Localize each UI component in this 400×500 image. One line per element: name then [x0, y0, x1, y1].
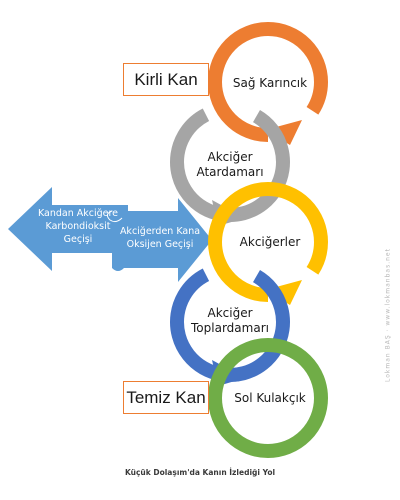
ring-sol-kulakcik: [208, 338, 328, 458]
label-akciger-atardamari: Akciğer Atardamarı: [196, 150, 264, 179]
co2-transfer-text: Kandan Akciğere Karbondioksit Geçişi: [37, 208, 119, 245]
diagram-caption: Küçük Dolaşım'da Kanın İzlediği Yol: [124, 468, 276, 477]
dirty-blood-box: Kirli Kan: [123, 63, 209, 96]
co2-transfer-arrow: [8, 187, 128, 271]
label-sag-karincik: Sağ Karıncık: [232, 76, 308, 90]
clean-blood-box: Temiz Kan: [123, 381, 209, 414]
label-sol-kulakcik: Sol Kulakçık: [234, 391, 306, 405]
oxygen-transfer-arrow: [112, 198, 212, 282]
arrowhead-orange-icon: [265, 120, 302, 145]
scroll-curl-icon: [106, 210, 123, 223]
label-akciger-toplardamari: Akciğer Toplardamarı: [191, 306, 269, 335]
watermark: Lokman BAŞ · www.lokmanbas.net: [384, 248, 392, 382]
arrowhead-yellow-icon: [265, 280, 302, 305]
oxygen-transfer-text: Akciğerden Kana Oksijen Geçişi: [119, 226, 201, 250]
label-akcigerler: Akciğerler: [239, 235, 301, 249]
